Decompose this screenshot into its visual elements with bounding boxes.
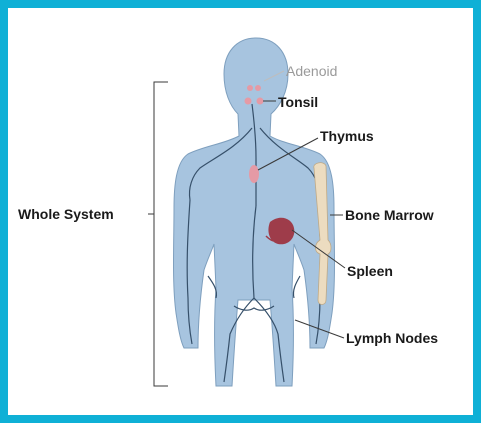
whole-system-bracket bbox=[154, 82, 168, 386]
tonsil-spot bbox=[257, 98, 264, 105]
body-silhouette bbox=[174, 38, 335, 386]
tonsil-spot bbox=[245, 98, 252, 105]
bone-marrow-label: Bone Marrow bbox=[345, 207, 434, 223]
thymus-label: Thymus bbox=[320, 128, 374, 144]
lymph-nodes-label: Lymph Nodes bbox=[346, 330, 438, 346]
adenoid-label: Adenoid bbox=[286, 63, 337, 79]
adenoid-spot bbox=[255, 85, 261, 91]
thymus-organ bbox=[249, 165, 259, 183]
spleen-label: Spleen bbox=[347, 263, 393, 279]
whole-system-label: Whole System bbox=[18, 206, 114, 222]
adenoid-spot bbox=[247, 85, 253, 91]
diagram-frame: Adenoid Tonsil Thymus Whole System Bone … bbox=[8, 8, 473, 415]
tonsil-label: Tonsil bbox=[278, 94, 318, 110]
